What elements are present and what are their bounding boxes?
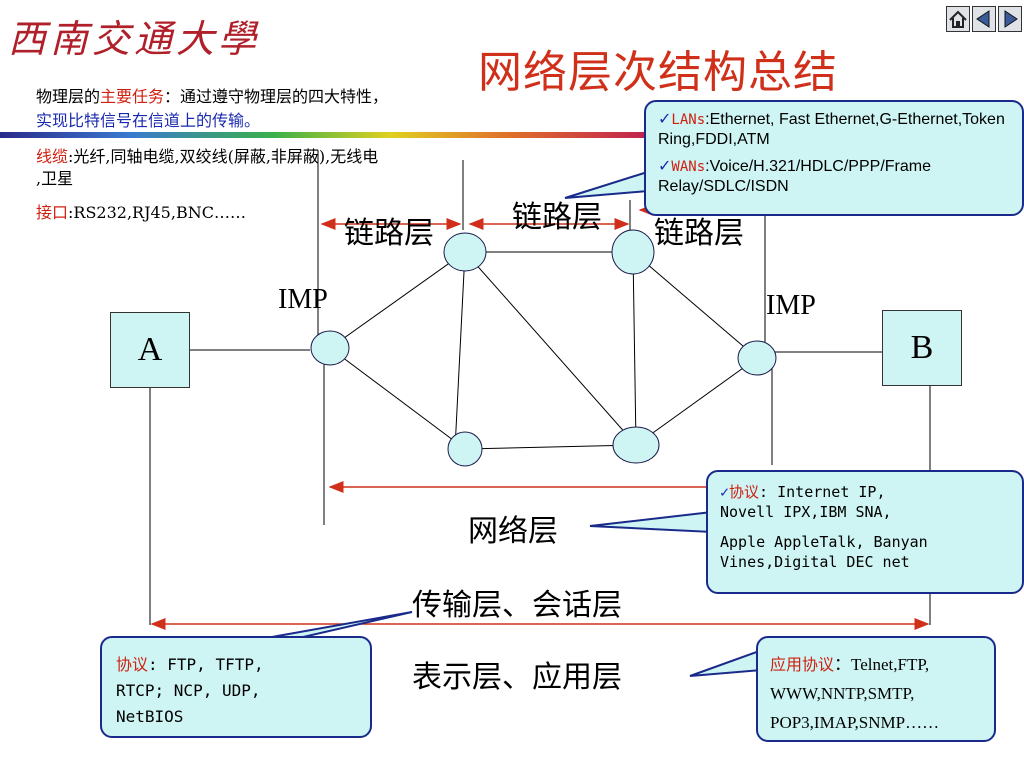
prev-button[interactable] bbox=[972, 6, 996, 32]
router-node-top-right bbox=[611, 229, 655, 275]
prev-arrow-icon bbox=[976, 10, 990, 28]
app-protocol-callout: 应用协议：Telnet,FTP, WWW,NNTP,SMTP, POP3,IMA… bbox=[756, 636, 996, 742]
link-layer-label-mid: 链路层 bbox=[512, 200, 602, 235]
transport-session-label: 传输层、会话层 bbox=[412, 588, 622, 623]
gradient-divider bbox=[0, 132, 650, 138]
imp-node-left bbox=[310, 330, 350, 366]
router-node-bottom-left bbox=[447, 431, 483, 467]
network-callout-pointer bbox=[589, 510, 713, 534]
physical-line-1: 物理层的主要任务：通过遵守物理层的四大特性， bbox=[36, 87, 389, 106]
link-layer-label-right: 链路层 bbox=[654, 216, 744, 251]
wan-item: ✓WANs:Voice/H.321/HDLC/PPP/Frame Relay/S… bbox=[658, 158, 931, 195]
app-protocol-text: 应用协议：Telnet,FTP, WWW,NNTP,SMTP, POP3,IMA… bbox=[770, 655, 940, 732]
lan-wan-callout: ✓LANs:Ethernet, Fast Ethernet,G-Ethernet… bbox=[644, 100, 1024, 216]
university-logo: 西南交通大學 bbox=[8, 17, 261, 61]
physical-cable-line-2: ,卫星 bbox=[36, 169, 74, 188]
imp-node-right bbox=[737, 340, 777, 376]
physical-cable-line: 线缆:光纤,同轴电缆,双绞线(屏蔽,非屏蔽),无线电 bbox=[36, 147, 379, 166]
host-b: B bbox=[882, 310, 962, 386]
host-a: A bbox=[110, 312, 190, 388]
home-icon bbox=[949, 10, 967, 28]
presentation-application-label: 表示层、应用层 bbox=[412, 660, 622, 695]
network-layer-label: 网络层 bbox=[468, 514, 558, 549]
transport-protocol-callout: 协议: FTP, TFTP, RTCP; NCP, UDP, NetBIOS bbox=[100, 636, 372, 738]
network-protocol-text: ✓协议: Internet IP, Novell IPX,IBM SNA, Ap… bbox=[720, 483, 928, 571]
router-node-top-left bbox=[443, 232, 487, 272]
link-layer-label-left: 链路层 bbox=[344, 216, 434, 251]
imp-label-right: IMP bbox=[766, 290, 816, 321]
next-button[interactable] bbox=[998, 6, 1022, 32]
physical-line-2: 实现比特信号在信道上的传输。 bbox=[36, 111, 261, 130]
physical-interface-line: 接口:RS232,RJ45,BNC…… bbox=[36, 203, 246, 222]
slide-title: 网络层次结构总结 bbox=[478, 47, 838, 98]
router-node-bottom-right bbox=[612, 426, 660, 464]
next-arrow-icon bbox=[1004, 10, 1018, 28]
imp-label-left: IMP bbox=[278, 284, 328, 315]
app-callout-pointer bbox=[689, 648, 763, 677]
transport-protocol-text: 协议: FTP, TFTP, RTCP; NCP, UDP, NetBIOS bbox=[116, 655, 264, 726]
lan-item: ✓LANs:Ethernet, Fast Ethernet,G-Ethernet… bbox=[658, 111, 1005, 148]
home-button[interactable] bbox=[946, 6, 970, 32]
network-protocol-callout: ✓协议: Internet IP, Novell IPX,IBM SNA, Ap… bbox=[706, 470, 1024, 594]
mesh-links bbox=[329, 251, 758, 450]
